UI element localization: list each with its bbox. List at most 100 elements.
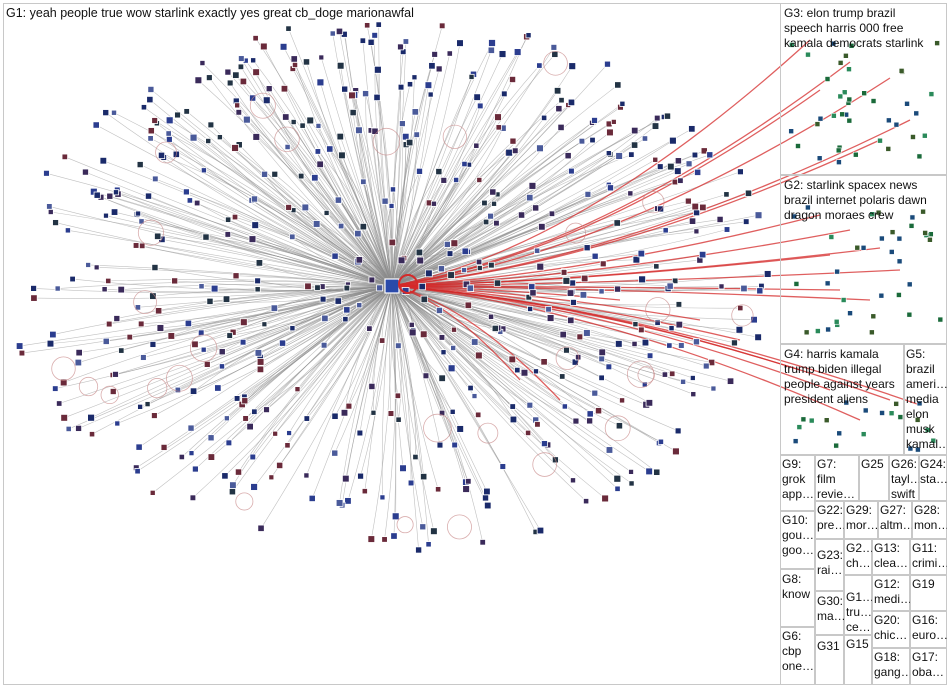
node — [599, 260, 607, 268]
node — [886, 117, 892, 124]
node — [184, 319, 193, 328]
edge — [297, 285, 393, 390]
node — [450, 344, 457, 351]
group-label-g27: G27: altm… — [880, 503, 912, 532]
node — [49, 330, 57, 339]
self-loop — [423, 413, 452, 443]
node — [397, 83, 405, 91]
group-label-g24: G24: sta… — [920, 457, 947, 486]
node — [586, 410, 594, 418]
node — [112, 370, 119, 378]
node — [254, 277, 261, 285]
node — [572, 417, 580, 425]
edge — [234, 147, 393, 287]
node — [482, 218, 490, 226]
node — [436, 441, 444, 449]
edge — [151, 130, 393, 287]
node — [910, 134, 916, 140]
node — [399, 464, 407, 473]
node — [861, 90, 867, 97]
group-label-g18: G18: gang… — [874, 650, 910, 679]
node — [570, 299, 577, 306]
node — [113, 315, 121, 323]
edge — [210, 285, 393, 438]
node — [499, 463, 507, 470]
node — [447, 271, 455, 279]
group-label-g28: G28: mon… — [914, 503, 947, 532]
node — [836, 159, 842, 165]
edge — [391, 140, 583, 287]
node — [191, 340, 199, 349]
node — [484, 501, 492, 510]
node — [525, 32, 532, 39]
node — [605, 150, 612, 157]
edge — [55, 285, 393, 389]
node — [638, 326, 645, 334]
edge — [260, 285, 393, 529]
node — [388, 238, 397, 247]
node — [536, 262, 545, 271]
node — [604, 60, 611, 68]
node — [467, 384, 474, 392]
node — [408, 321, 415, 328]
edge — [391, 285, 666, 375]
node — [591, 252, 599, 260]
node — [591, 389, 599, 397]
node — [214, 384, 222, 392]
node — [833, 318, 840, 325]
node — [356, 429, 364, 437]
node — [367, 535, 376, 543]
group-label-g11: G11: crimi… — [912, 541, 947, 570]
edge — [391, 171, 741, 287]
node — [526, 401, 534, 409]
node — [837, 60, 844, 66]
node — [800, 416, 807, 423]
edge — [260, 285, 393, 370]
node — [134, 468, 141, 475]
edge — [391, 285, 545, 444]
node — [922, 230, 928, 236]
node — [231, 144, 239, 152]
edge — [252, 60, 393, 287]
node — [203, 360, 211, 368]
node — [559, 373, 566, 380]
edge — [255, 38, 393, 287]
node — [290, 119, 297, 126]
node — [475, 258, 483, 266]
edge — [136, 285, 393, 468]
edges — [19, 24, 768, 551]
node — [443, 240, 451, 248]
node — [694, 168, 702, 176]
node — [303, 472, 310, 479]
profile-avatar-icon[interactable] — [384, 278, 400, 294]
node — [487, 212, 494, 220]
node — [250, 195, 259, 203]
node — [174, 386, 182, 394]
node — [675, 301, 683, 308]
node — [875, 209, 882, 216]
node — [151, 264, 159, 272]
edge — [284, 88, 393, 287]
node — [605, 363, 613, 371]
node — [188, 450, 195, 457]
node — [435, 168, 443, 176]
node — [251, 221, 260, 229]
node — [419, 523, 427, 531]
node — [205, 74, 213, 82]
node — [314, 148, 322, 155]
node — [628, 151, 635, 158]
node — [897, 414, 904, 420]
node — [666, 282, 674, 290]
node — [690, 391, 697, 398]
node — [250, 57, 257, 64]
node — [598, 374, 605, 382]
node — [102, 109, 110, 117]
node — [355, 256, 364, 264]
node — [652, 156, 659, 163]
self-loop — [604, 415, 631, 442]
node — [301, 203, 310, 212]
node — [654, 319, 661, 326]
node — [323, 209, 330, 216]
node — [233, 395, 241, 402]
